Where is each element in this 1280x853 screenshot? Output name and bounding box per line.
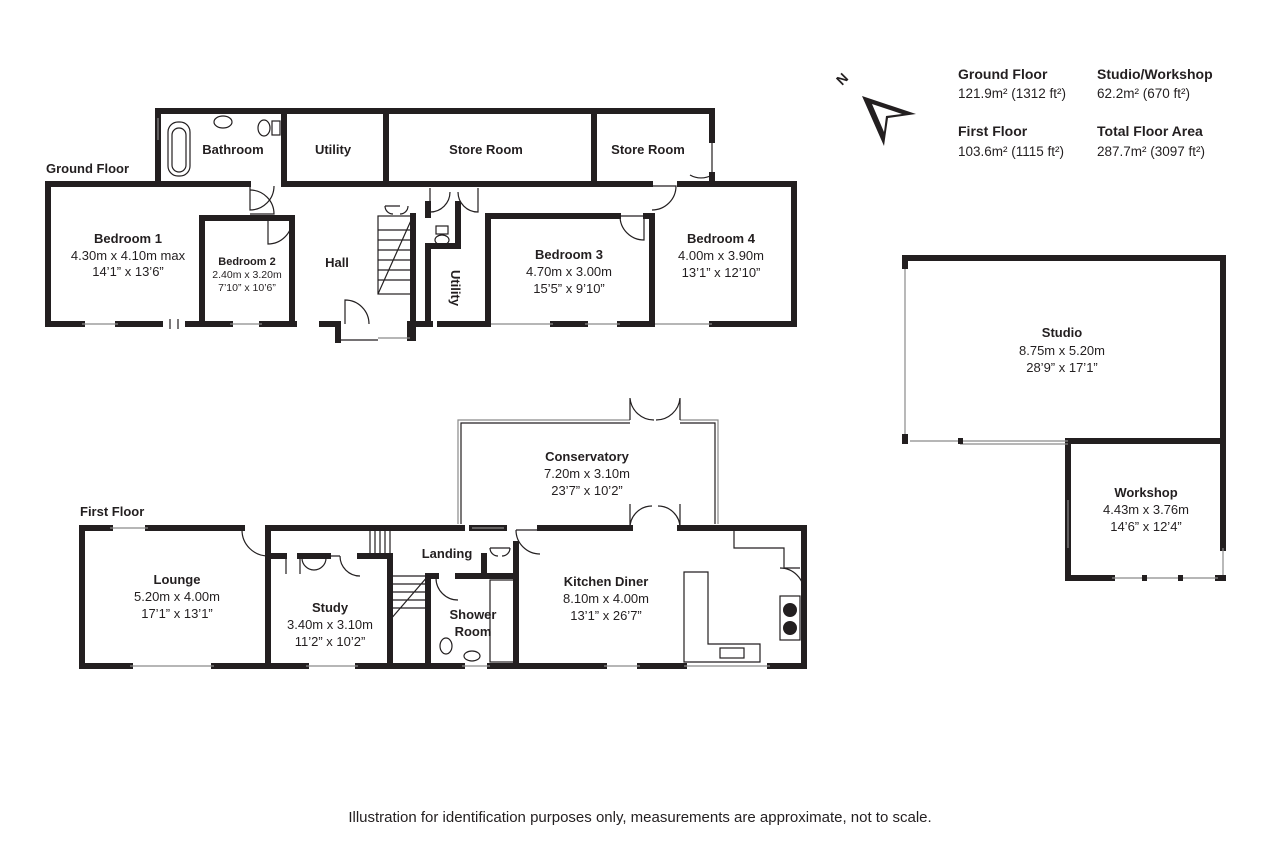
door — [328, 555, 361, 577]
store-room-1-name: Store Room — [449, 142, 523, 157]
ground-floor-plan: Ground Floor Bathroom Utility Store Room… — [45, 108, 797, 343]
landing-name: Landing — [422, 546, 473, 561]
french-doors — [629, 397, 681, 421]
first-floor-plan: First Floor Conservatory 7.20m x 3.10m 2… — [79, 397, 807, 669]
staircase — [389, 575, 429, 621]
studio-metric: 8.75m x 5.20m — [1019, 343, 1105, 358]
shower-icon — [489, 579, 515, 663]
sink-icon — [463, 650, 481, 662]
bedroom1-name: Bedroom 1 — [94, 231, 162, 246]
disclaimer: Illustration for identification purposes… — [348, 809, 931, 826]
study-metric: 3.40m x 3.10m — [287, 617, 373, 632]
first-area-title: First Floor — [958, 123, 1028, 139]
door — [344, 299, 370, 325]
total-area-value: 287.7m² (3097 ft²) — [1097, 144, 1205, 159]
door — [267, 219, 293, 245]
total-area-title: Total Floor Area — [1097, 123, 1203, 139]
study-imperial: 11’2” x 10’2” — [295, 634, 366, 649]
bedroom4-metric: 4.00m x 3.90m — [678, 248, 764, 263]
bedroom4-imperial: 13’1” x 12’10” — [682, 265, 761, 280]
area-summary: Ground Floor 121.9m² (1312 ft²) Studio/W… — [958, 66, 1213, 159]
kitchen-island — [683, 571, 761, 663]
lounge-metric: 5.20m x 4.00m — [134, 589, 220, 604]
door — [651, 185, 677, 211]
ground-outer-wall — [45, 181, 797, 327]
workshop-name: Workshop — [1114, 485, 1177, 500]
bedroom3-metric: 4.70m x 3.00m — [526, 264, 612, 279]
door — [515, 529, 541, 555]
studio-area-value: 62.2m² (670 ft²) — [1097, 86, 1190, 101]
annex-outer-wall — [155, 108, 715, 187]
door — [689, 140, 713, 179]
bedroom2-name: Bedroom 2 — [218, 256, 275, 268]
toilet-icon — [439, 637, 453, 655]
bathtub-icon — [167, 121, 191, 177]
hall-name: Hall — [325, 255, 349, 270]
bedroom1-metric: 4.30m x 4.10m max — [71, 248, 186, 263]
bedroom2-metric: 2.40m x 3.20m — [212, 269, 282, 281]
door — [619, 215, 645, 241]
sink-icon — [719, 647, 745, 659]
conservatory-imperial: 23’7” x 10’2” — [551, 483, 623, 498]
ground-area-title: Ground Floor — [958, 66, 1048, 82]
study-name: Study — [312, 600, 349, 615]
ground-floor-label: Ground Floor — [46, 161, 129, 176]
compass-icon: N — [833, 70, 916, 146]
utility-side-name: Utility — [448, 270, 463, 307]
compass-north-label: N — [833, 70, 851, 88]
toilet-icon — [434, 234, 450, 246]
ground-area-value: 121.9m² (1312 ft²) — [958, 86, 1066, 101]
store-room-2-name: Store Room — [611, 142, 685, 157]
workshop-imperial: 14’6” x 12’4” — [1110, 519, 1182, 534]
bedroom3-name: Bedroom 3 — [535, 247, 603, 262]
studio-workshop-plan: Studio 8.75m x 5.20m 28’9” x 17’1” Works… — [902, 255, 1226, 581]
workshop-metric: 4.43m x 3.76m — [1103, 502, 1189, 517]
bedroom2-imperial: 7’10” x 10’6” — [218, 282, 276, 294]
sink-icon — [213, 115, 233, 129]
lounge-name: Lounge — [154, 572, 201, 587]
kitchen-units — [733, 530, 800, 569]
door — [779, 567, 805, 593]
bathroom-name: Bathroom — [202, 142, 263, 157]
kitchen-metric: 8.10m x 4.00m — [563, 591, 649, 606]
utility-top-name: Utility — [315, 142, 352, 157]
kitchen-name: Kitchen Diner — [564, 574, 649, 589]
hob-icon — [783, 603, 797, 617]
studio-outer-wall — [902, 255, 1226, 581]
lounge-imperial: 17’1” x 13’1” — [141, 606, 213, 621]
studio-name: Studio — [1042, 325, 1082, 340]
door — [241, 529, 269, 557]
first-floor-label: First Floor — [80, 504, 144, 519]
conservatory-metric: 7.20m x 3.10m — [544, 466, 630, 481]
door — [249, 185, 275, 211]
door — [429, 188, 479, 213]
staircase — [377, 215, 414, 295]
first-area-value: 103.6m² (1115 ft²) — [958, 144, 1064, 159]
studio-area-title: Studio/Workshop — [1097, 66, 1213, 82]
shower-room-name-2: Room — [455, 624, 492, 639]
shower-room-name-1: Shower — [450, 607, 497, 622]
conservatory-name: Conservatory — [545, 449, 630, 464]
toilet-icon — [257, 119, 271, 137]
bedroom4-name: Bedroom 4 — [687, 231, 756, 246]
kitchen-imperial: 13’1” x 26’7” — [570, 608, 642, 623]
studio-imperial: 28’9” x 17’1” — [1026, 360, 1098, 375]
door — [435, 577, 459, 601]
bedroom3-imperial: 15’5” x 9’10” — [533, 281, 605, 296]
bedroom1-imperial: 14’1” x 13’6” — [92, 264, 164, 279]
conservatory-wall — [457, 419, 719, 524]
